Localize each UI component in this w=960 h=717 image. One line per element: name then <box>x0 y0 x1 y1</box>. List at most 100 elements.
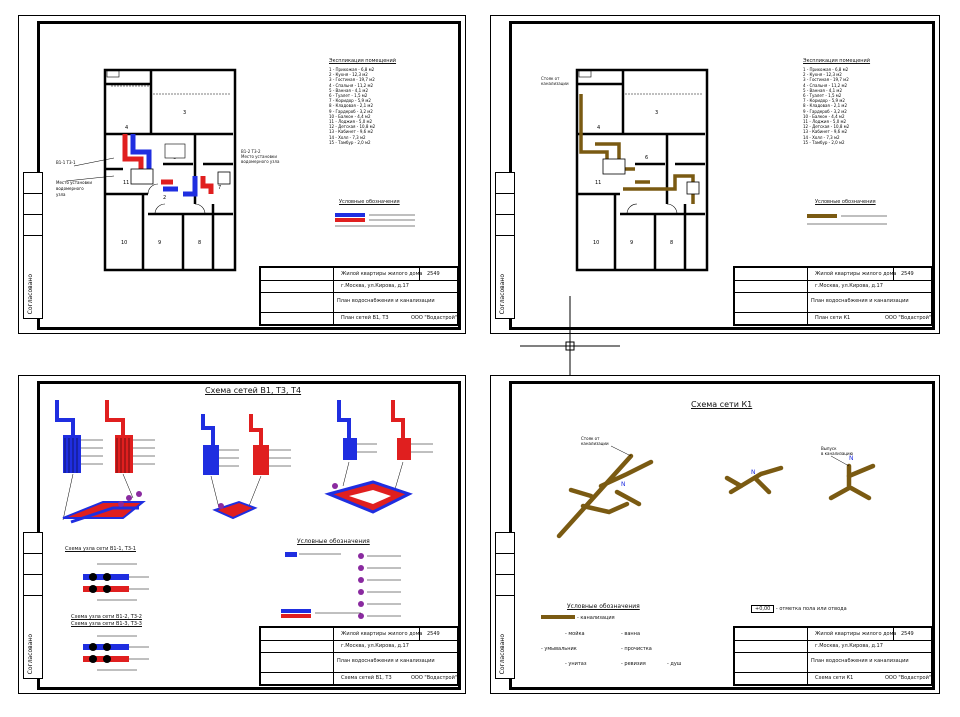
explication-item: 1 - Прихожая - 6,8 м2 <box>803 67 849 72</box>
explication-item: 10 - Балкон - 4,4 м2 <box>803 113 845 119</box>
explication-item: 5 - Ванная - 4,1 м2 <box>329 87 368 93</box>
tb-code: 2549 <box>901 631 914 637</box>
explication-item: 4 - Спальня - 11,2 м2 <box>803 82 848 88</box>
explication-item: 8 - Кладовая - 2,1 м2 <box>803 103 847 109</box>
legend-item: - ванна <box>621 631 641 637</box>
svg-text:канализации: канализации <box>581 441 609 446</box>
legend-symbols <box>285 552 401 619</box>
tb-company: ООО "Водастрой" <box>411 315 458 321</box>
svg-text:в канализацию: в канализацию <box>821 451 854 456</box>
explication-item: 5 - Ванная - 4,1 м2 <box>803 87 842 93</box>
note-text: - отметка пола или отвода <box>775 606 847 612</box>
tb-drawing-title: План водоснабжения и канализации <box>811 298 909 304</box>
explication-item: 6 - Туалет - 1,5 м2 <box>329 93 368 99</box>
explication-item: 2 - Кухня - 12,3 м2 <box>803 72 842 78</box>
sheet-scheme-water: Согласовано Схема сетей В1, Т3, Т4 <box>18 375 466 694</box>
legend-swatch <box>335 213 415 227</box>
explication-title: Экспликация помещений <box>803 58 871 64</box>
tb-sheet-name: Схема сети К1 <box>815 675 854 681</box>
tb-company: ООО "Водастрой" <box>885 315 932 321</box>
legend-swatch <box>807 214 887 225</box>
explication-item: 4 - Спальня - 11,2 м2 <box>329 82 374 88</box>
explication-item: 3 - Гостиная - 19,7 м2 <box>329 77 375 83</box>
legend-item: - унитаз <box>565 661 587 667</box>
side-stamp: Согласовано <box>23 532 43 679</box>
svg-text:10: 10 <box>593 240 599 246</box>
svg-text:2: 2 <box>163 195 166 201</box>
svg-text:4: 4 <box>597 125 600 131</box>
tb-company: ООО "Водастрой" <box>885 675 932 681</box>
legend-item: - канализация <box>577 615 615 621</box>
tb-drawing-title: План водоснабжения и канализации <box>337 658 435 664</box>
node2-scheme <box>83 635 149 671</box>
explication-item: 13 - Кабинет - 9,6 м2 <box>803 129 848 135</box>
explication-title: Экспликация помещений <box>329 58 397 64</box>
explication-item: 14 - Холл - 7,3 м2 <box>803 134 840 140</box>
tb-project: Жилой квартиры жилого дома <box>341 631 423 637</box>
legend-swatch <box>281 609 361 618</box>
water-riser-schemes <box>55 400 433 524</box>
explication-item: 1 - Прихожая - 6,8 м2 <box>329 67 375 72</box>
tb-project: Жилой квартиры жилого дома <box>815 631 897 637</box>
node2-title: Схема узла сети В1-2, Т3-2 <box>71 614 142 620</box>
legend-item: - мойка <box>565 631 585 637</box>
tb-code: 2549 <box>427 271 440 277</box>
svg-text:3: 3 <box>655 110 658 116</box>
explication-item: 14 - Холл - 7,3 м2 <box>329 134 366 140</box>
svg-text:7: 7 <box>218 185 221 191</box>
svg-text:водомерного: водомерного <box>56 186 84 191</box>
explication-item: 10 - Балкон - 4,4 м2 <box>329 113 371 119</box>
svg-text:8: 8 <box>670 240 673 246</box>
explication-item: 13 - Кабинет - 9,6 м2 <box>329 129 374 135</box>
explication-item: 8 - Кладовая - 2,1 м2 <box>329 103 373 109</box>
legend-title: Условные обозначения <box>297 538 370 545</box>
title-block: Жилой квартиры жилого дома 2549 г.Москва… <box>733 266 933 326</box>
svg-text:N: N <box>751 469 756 476</box>
side-stamp: Согласовано <box>495 172 515 319</box>
tb-project: Жилой квартиры жилого дома <box>341 271 423 277</box>
tb-drawing-title: План водоснабжения и канализации <box>337 298 435 304</box>
svg-text:11: 11 <box>595 180 601 186</box>
tb-sheet-name: Схема сетей В1, Т3 <box>341 675 392 681</box>
explication-item: 7 - Коридор - 5,9 м2 <box>329 98 371 104</box>
node1-scheme <box>83 563 149 601</box>
tb-address: г.Москва, ул.Кирова, д.17 <box>815 283 883 289</box>
tb-address: г.Москва, ул.Кирова, д.17 <box>341 643 409 649</box>
tb-sheet-name: План сетей В1, Т3 <box>341 315 389 321</box>
tb-address: г.Москва, ул.Кирова, д.17 <box>815 643 883 649</box>
svg-text:8: 8 <box>198 240 201 246</box>
svg-text:N: N <box>621 481 626 488</box>
tb-company: ООО "Водастрой" <box>411 675 458 681</box>
scheme-title: Схема сетей В1, Т3, Т4 <box>205 386 302 395</box>
explication-item: 12 - Детская - 10,8 м2 <box>329 124 376 130</box>
svg-text:3: 3 <box>183 110 186 116</box>
svg-text:Стояк от: Стояк от <box>581 436 600 441</box>
svg-text:4: 4 <box>125 125 128 131</box>
svg-text:9: 9 <box>158 240 161 246</box>
legend-title: Условные обозначения <box>567 603 640 610</box>
side-stamp: Согласовано <box>495 532 515 679</box>
explication-item: 15 - Тамбур - 2,0 м2 <box>329 139 371 145</box>
legend-item: - умывальник <box>541 646 577 652</box>
svg-text:В1-1 Т3-1: В1-1 Т3-1 <box>56 160 76 165</box>
title-block: Жилой квартиры жилого дома 2549 г.Москва… <box>259 266 459 326</box>
legend-item: - ревизия <box>621 661 646 667</box>
explication-item: 12 - Детская - 10,8 м2 <box>803 124 850 130</box>
side-stamp: Согласовано <box>23 172 43 319</box>
svg-text:9: 9 <box>630 240 633 246</box>
tb-sheet-name: План сети К1 <box>815 315 851 321</box>
legend-line <box>541 615 575 619</box>
tb-address: г.Москва, ул.Кирова, д.17 <box>341 283 409 289</box>
explication-item: 3 - Гостиная - 19,7 м2 <box>803 77 849 83</box>
svg-text:Место установки: Место установки <box>56 180 92 185</box>
legend-title: Условные обозначения <box>339 199 400 205</box>
